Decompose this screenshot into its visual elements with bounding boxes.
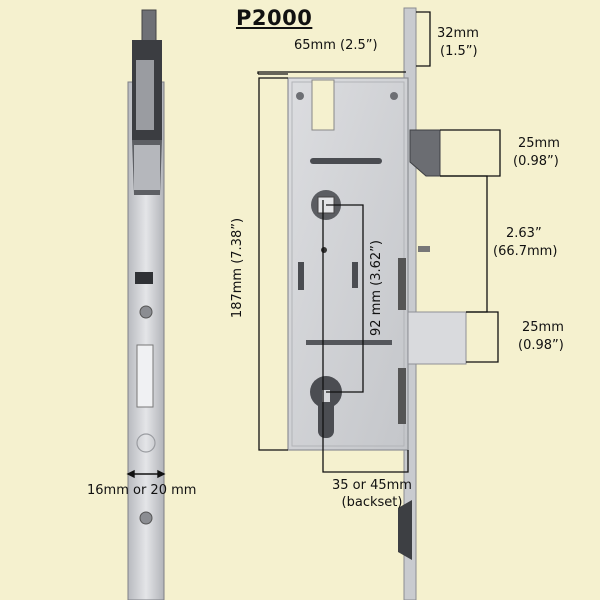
backset-line1-label: 35 or 45mm xyxy=(332,478,412,493)
product-title: P2000 xyxy=(236,6,313,30)
upper-bolt-in-label: (0.98”) xyxy=(513,154,559,169)
upper-bolt-mm-label: 25mm xyxy=(518,136,560,151)
faceplate-width-label: 16mm or 20 mm xyxy=(87,483,197,498)
top-extension-in-label: (1.5”) xyxy=(440,44,478,59)
bolt-spacing-in-label: 2.63” xyxy=(506,226,542,241)
lower-bolt-mm-label: 25mm xyxy=(522,320,564,335)
faceplate-width-arrow xyxy=(126,469,166,479)
top-width-label: 65mm (2.5”) xyxy=(294,38,378,53)
backset-line2-label: (backset) xyxy=(341,495,403,510)
height-label: 187mm (7.38”) xyxy=(230,217,245,319)
faceplate-side-view xyxy=(127,9,165,600)
dimension-lines xyxy=(257,11,501,473)
centres-label: 92 mm (3.62”) xyxy=(369,240,384,336)
bolt-spacing-mm-label: (66.7mm) xyxy=(493,244,558,259)
top-extension-mm-label: 32mm xyxy=(437,26,479,41)
lower-bolt-in-label: (0.98”) xyxy=(518,338,564,353)
lock-case xyxy=(287,7,467,600)
